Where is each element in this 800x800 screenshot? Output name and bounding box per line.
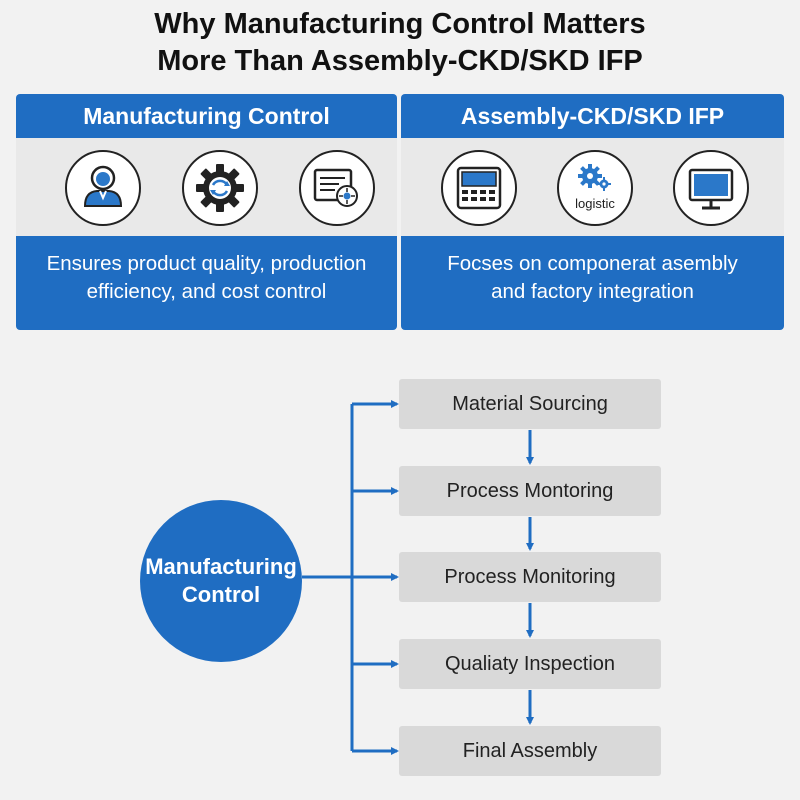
manufacturing-description-line-1: Ensures product quality, production	[46, 252, 367, 275]
gear-cycle-icon	[182, 150, 258, 226]
manufacturing-control-header: Manufacturing Control	[16, 94, 397, 138]
manufacturing-control-column: Manufacturing Control	[16, 94, 397, 330]
comparison-panel: Manufacturing Control	[16, 94, 784, 330]
step-final-assembly: Final Assembly	[399, 726, 661, 776]
manufacturing-description-line-2: efficiency, and cost control	[86, 280, 327, 303]
manufacturing-icon-band	[16, 138, 397, 236]
assembly-description-line-2: and factory integration	[491, 280, 694, 303]
logistic-gears-icon: logistic	[557, 150, 633, 226]
center-node-line-1: Manufacturing	[145, 554, 297, 579]
step-process-monitoring: Process Monitoring	[399, 552, 661, 602]
center-node-line-2: Control	[181, 582, 261, 607]
control-panel-icon	[441, 150, 517, 226]
monitor-icon	[673, 150, 749, 226]
title-line-1: Why Manufacturing Control Matters	[154, 8, 646, 40]
person-icon	[65, 150, 141, 226]
assembly-ckd-skd-description: Focses on componerat asembly and factory…	[401, 236, 784, 330]
manufacturing-control-description: Ensures product quality, production effi…	[16, 236, 397, 330]
assembly-ckd-skd-header: Assembly-CKD/SKD IFP	[401, 94, 784, 138]
step-qualiaty-inspection: Qualiaty Inspection	[399, 639, 661, 689]
title-line-2: More Than Assembly-CKD/SKD IFP	[157, 45, 643, 77]
manufacturing-control-node: Manufacturing Control	[140, 500, 302, 662]
assembly-icon-band: logistic	[401, 138, 784, 236]
step-process-montoring: Process Montoring	[399, 466, 661, 516]
assembly-ckd-skd-column: Assembly-CKD/SKD IFP	[401, 94, 784, 330]
step-material-sourcing: Material Sourcing	[399, 379, 661, 429]
logistic-label: logistic	[575, 196, 615, 211]
page-title: Why Manufacturing Control Matters More T…	[0, 6, 800, 80]
assembly-description-line-1: Focses on componerat asembly	[447, 252, 738, 275]
document-target-icon	[299, 150, 375, 226]
